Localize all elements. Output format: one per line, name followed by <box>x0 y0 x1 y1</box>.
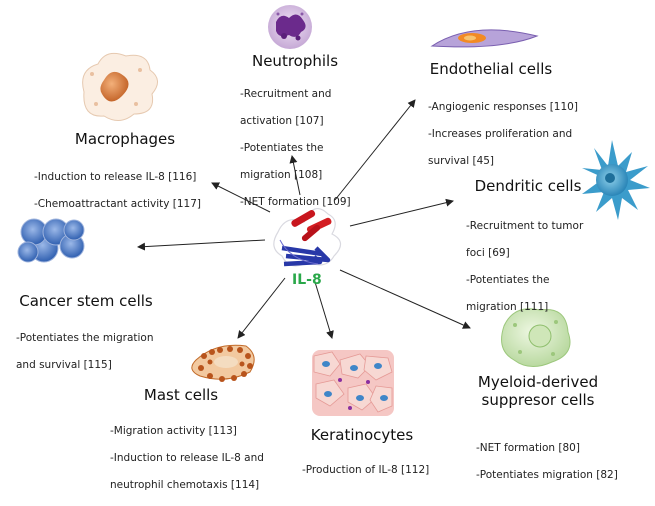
effect-line: migration [111] <box>466 300 549 313</box>
mdsc-effects: -NET formation [80] -Potentiates migrati… <box>476 428 618 496</box>
effect-line: -Angiogenic responses [110] <box>428 100 578 113</box>
cancer-stem-title: Cancer stem cells <box>19 292 153 310</box>
effect-line: -NET formation [80] <box>476 441 580 454</box>
effect-line: -Chemoattractant activity [117] <box>34 197 202 210</box>
arrow-to-keratinocytes <box>314 281 334 339</box>
mast-effects: -Migration activity [113] -Induction to … <box>110 411 264 506</box>
effect-line: -Migration activity [113] <box>110 424 237 437</box>
mdsc-title: Myeloid-derived suppresor cells <box>472 373 604 409</box>
dendritic-title: Dendritic cells <box>474 177 582 195</box>
endothelial-title: Endothelial cells <box>429 60 553 78</box>
effect-line: and survival [115] <box>16 358 112 371</box>
arrow-to-mdsc <box>339 269 471 329</box>
effect-line: migration [108] <box>240 168 323 181</box>
effect-line: -Recruitment and <box>240 87 332 100</box>
cancer-stem-cell-icon <box>17 218 85 263</box>
effect-line: -Induction to release IL-8 and <box>110 451 264 464</box>
effect-line: -Induction to release IL-8 [116] <box>34 170 197 183</box>
keratinocytes-effects: -Production of IL-8 [112] <box>302 450 429 491</box>
cancer-stem-effects: -Potentiates the migration and survival … <box>16 318 154 386</box>
arrow-to-cancer-stem <box>137 239 266 251</box>
effect-line: foci [69] <box>466 246 510 259</box>
effect-line: -Potentiates the <box>466 273 550 286</box>
effect-line: -Recruitment to tumor <box>466 219 584 232</box>
effect-line: -Potentiates the migration <box>16 331 154 344</box>
mdsc-title-line: Myeloid-derived <box>477 373 599 391</box>
effect-line: neutrophil chemotaxis [114] <box>110 478 260 491</box>
macrophages-title: Macrophages <box>74 130 176 148</box>
mdsc-title-line: suppresor cells <box>481 391 595 409</box>
effect-line: activation [107] <box>240 114 324 127</box>
keratinocytes-title: Keratinocytes <box>310 426 414 444</box>
il8-protein-icon <box>273 207 342 267</box>
neutrophils-title: Neutrophils <box>251 52 339 70</box>
effect-line: -Increases proliferation and <box>428 127 573 140</box>
diagram-graphics <box>17 5 650 416</box>
mdsc-icon <box>501 308 571 367</box>
effect-line: -Potentiates the <box>240 141 324 154</box>
keratinocyte-icon <box>312 350 394 416</box>
arrows <box>137 99 471 339</box>
macrophage-icon <box>82 52 158 121</box>
mast-title: Mast cells <box>143 386 219 404</box>
macrophages-effects: -Induction to release IL-8 [116] -Chemoa… <box>34 157 201 225</box>
arrow-to-macrophages <box>211 182 271 213</box>
endothelial-effects: -Angiogenic responses [110] -Increases p… <box>428 87 578 182</box>
il8-diagram: IL-8 Neutrophils -Recruitment and activa… <box>16 5 650 491</box>
mast-cell-icon <box>191 344 255 382</box>
neutrophil-icon <box>268 5 312 49</box>
il8-label: IL-8 <box>292 272 322 288</box>
effect-line: -Production of IL-8 [112] <box>302 463 430 476</box>
arrow-to-neutrophils <box>289 155 301 196</box>
effect-line: -NET formation [109] <box>240 195 351 208</box>
arrow-to-dendritic <box>349 198 454 227</box>
arrow-to-mast <box>237 277 286 339</box>
endothelial-cell-icon <box>430 29 539 48</box>
arrow-to-endothelial <box>334 99 416 201</box>
neutrophils-effects: -Recruitment and activation [107] -Poten… <box>240 74 351 223</box>
effect-line: -Potentiates migration [82] <box>476 468 618 481</box>
dendritic-effects: -Recruitment to tumor foci [69] -Potenti… <box>466 206 583 328</box>
effect-line: survival [45] <box>428 154 495 167</box>
dendritic-cell-icon <box>582 140 650 220</box>
